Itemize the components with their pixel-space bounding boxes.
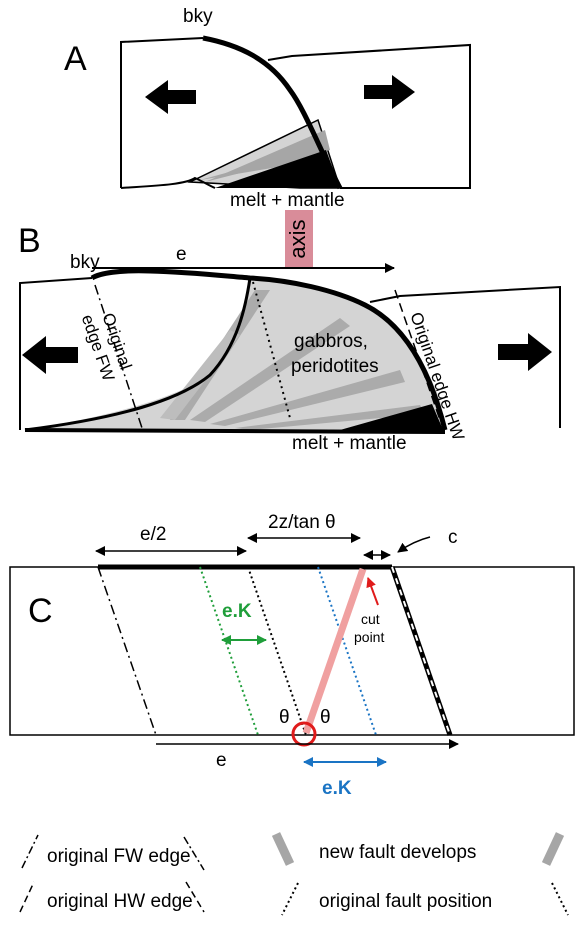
e-bottom-label: e (216, 750, 227, 771)
legend: original FW edge original HW edge new fa… (19, 832, 569, 916)
ratio-label: 2z/tan θ (268, 512, 336, 533)
theta-left-label: θ (279, 707, 290, 728)
ek-blue-label: e.K (322, 778, 352, 799)
legend-hw-edge: original HW edge (47, 891, 193, 912)
panel-a-bky-label: bky (183, 6, 213, 27)
e-half-label: e/2 (140, 524, 166, 545)
panel-b-bky-label: bky (70, 252, 100, 273)
panel-b-letter: B (18, 222, 41, 260)
panel-a-letter: A (64, 40, 87, 78)
legend-new-fault: new fault develops (319, 842, 476, 863)
gabbros-label-2: peridotites (291, 356, 379, 377)
axis-text: axis (285, 219, 310, 258)
arrow-left-icon (145, 80, 196, 114)
new-fault-line (302, 567, 367, 735)
cut-label-2: point (354, 629, 384, 645)
panel-c: C e/2 2z/tan θ c cut point θ θ e.K (9, 512, 575, 799)
legend-fw-edge: original FW edge (47, 846, 191, 867)
panel-b-melt-label: melt + mantle (292, 433, 407, 454)
panel-b: B bky e Original edge FW (18, 222, 561, 454)
c-label: c (448, 527, 458, 548)
arrow-right-icon (364, 75, 415, 109)
pivot-circle-icon (291, 721, 317, 747)
panel-b-e-label: e (176, 244, 187, 265)
theta-right-label: θ (320, 707, 331, 728)
panel-a-melt-label: melt + mantle (230, 190, 345, 211)
panel-a: A bky melt + mantle (64, 6, 471, 211)
arrow-left-icon (22, 336, 78, 374)
panel-c-letter: C (28, 592, 53, 630)
gabbros-label-1: gabbros, (294, 331, 368, 352)
arrow-right-icon (498, 333, 552, 371)
ek-green-label: e.K (222, 601, 252, 622)
cut-label-1: cut (361, 611, 380, 627)
axis-label: axis (285, 210, 313, 268)
legend-orig-fault: original fault position (319, 891, 492, 912)
